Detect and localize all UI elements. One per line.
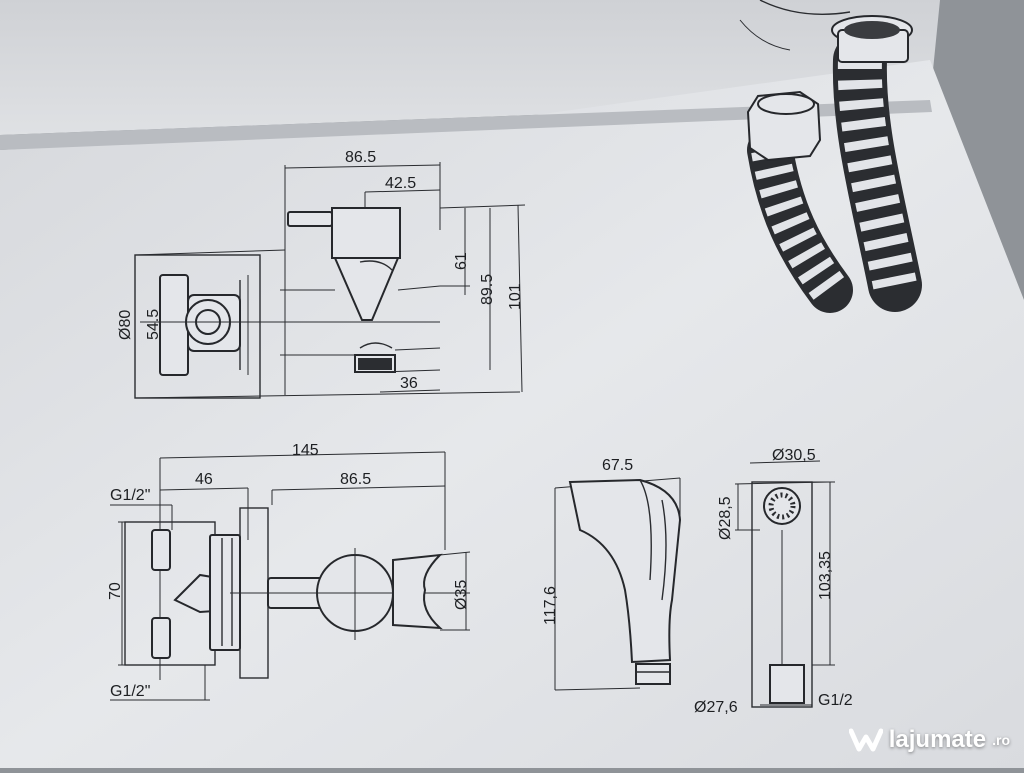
hose-illustration [739, 0, 922, 313]
dim-dia-27-6: Ø27,6 [694, 699, 738, 716]
dim-dia-35: Ø35 [453, 580, 470, 610]
dim-54-5: 54.5 [145, 309, 162, 340]
dim-67-5: 67.5 [602, 457, 633, 474]
dim-36: 36 [400, 375, 418, 392]
side-view: 145 46 86.5 G1/2" G1/2" 70 Ø35 [107, 442, 471, 701]
dim-46: 46 [195, 471, 213, 488]
dim-103-35: 103,35 [817, 551, 834, 600]
dim-42-5: 42.5 [385, 175, 416, 192]
dim-86-5-side: 86.5 [340, 471, 371, 488]
dim-dia-30-5: Ø30,5 [772, 447, 816, 464]
top-view: 86.5 42.5 61 89.5 101 36 Ø80 54.5 [117, 149, 526, 399]
lajumate-watermark: lajumate .ro [848, 726, 1010, 754]
sprayer-view: 67.5 117,6 [542, 457, 682, 691]
watermark-tld: .ro [992, 732, 1010, 748]
dim-101: 101 [507, 283, 524, 310]
paper-shadow [0, 100, 932, 150]
dim-g12-sprayer: G1/2 [818, 692, 853, 709]
paper-sheet [0, 60, 1024, 768]
lajumate-logo-icon [848, 728, 883, 752]
dim-dia-28-5: Ø28,5 [717, 496, 734, 540]
dim-117-6: 117,6 [542, 586, 559, 625]
dim-89-5: 89.5 [479, 274, 496, 305]
dim-dia-80: Ø80 [117, 310, 134, 340]
sprayer-end-view: Ø30,5 Ø28,5 103,35 Ø27,6 G1/2 [694, 447, 853, 716]
dim-86-5-top: 86.5 [345, 149, 376, 166]
dim-145: 145 [292, 442, 319, 459]
dim-70: 70 [107, 582, 124, 600]
dim-g12-bottom: G1/2" [110, 683, 150, 700]
dim-g12-top: G1/2" [110, 487, 150, 504]
dim-61: 61 [453, 252, 470, 270]
watermark-brand: lajumate [888, 726, 987, 753]
